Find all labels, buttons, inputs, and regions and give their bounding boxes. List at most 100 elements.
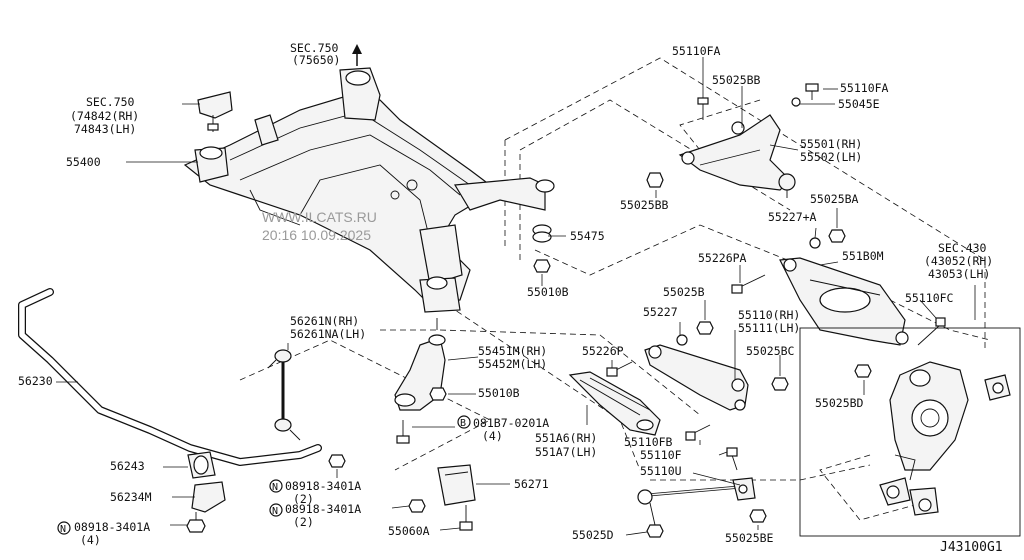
lateral-link-55110U[interactable] <box>637 477 756 538</box>
callout-p55111[interactable]: 55111(LH) <box>738 321 800 335</box>
bolt-55110F[interactable] <box>726 447 738 471</box>
callout-sec430_a[interactable]: SEC.430 <box>938 241 987 255</box>
washer-55227A[interactable] <box>809 229 846 249</box>
callout-sec750_left_c[interactable]: 74843(LH) <box>74 122 136 136</box>
callout-sec750_left_b[interactable]: (74842(RH) <box>70 109 139 123</box>
callout-p55110FC[interactable]: 55110FC <box>905 291 954 305</box>
callout-p55110[interactable]: 55110(RH) <box>738 308 800 322</box>
bolt-55110FC[interactable] <box>917 317 946 346</box>
nut-prefix-icon <box>57 521 71 535</box>
callout-p08918_b_q[interactable]: (2) <box>293 515 314 529</box>
callout-p55110F[interactable]: 55110F <box>640 448 682 462</box>
callout-sec430_b[interactable]: (43052(RH) <box>924 254 993 268</box>
callout-p56243[interactable]: 56243 <box>110 459 145 473</box>
callout-p55025D[interactable]: 55025D <box>572 528 614 542</box>
trailing-arm-551A6[interactable] <box>568 371 661 436</box>
callout-p55060A[interactable]: 55060A <box>388 524 430 538</box>
callout-labels: SEC.750(75650)SEC.750(74842(RH)74843(LH)… <box>18 41 993 547</box>
bolt-55110FA-left[interactable] <box>697 97 709 120</box>
lower-link-55110[interactable] <box>644 344 749 411</box>
callout-p56261N[interactable]: 56261N(RH) <box>290 314 359 328</box>
callout-p08918_a[interactable]: 08918-3401A <box>285 479 361 493</box>
nut-prefix-icon <box>269 503 283 517</box>
callout-p55451M[interactable]: 55451M(RH) <box>478 344 547 358</box>
washer-55227[interactable] <box>676 321 714 346</box>
leader-lines <box>56 57 976 536</box>
callout-p56234M[interactable]: 56234M <box>110 490 152 504</box>
callout-p55227A[interactable]: 55227+A <box>768 210 817 224</box>
bracket-56271[interactable] <box>408 464 476 531</box>
callout-p55045E[interactable]: 55045E <box>838 97 880 111</box>
watermark-datetime: 20:16 10.09.2025 <box>262 227 371 243</box>
callout-p551A6[interactable]: 551A6(RH) <box>535 431 597 445</box>
callout-p55025BB_b[interactable]: 55025BB <box>620 198 669 212</box>
callout-sec750_top_a[interactable]: SEC.750 <box>290 41 339 55</box>
prefix-marks: B N N N <box>57 415 471 535</box>
callout-p55025B[interactable]: 55025B <box>663 285 705 299</box>
callout-p56230[interactable]: 56230 <box>18 374 53 388</box>
suspension-member-55400[interactable] <box>183 67 555 313</box>
bushing-55475[interactable] <box>532 224 552 273</box>
nut-prefix-letter: N <box>60 524 66 535</box>
callout-p55025BD[interactable]: 55025BD <box>815 396 864 410</box>
callout-p55400[interactable]: 55400 <box>66 155 101 169</box>
nut-prefix-icon <box>269 479 283 493</box>
nut-08918-stab[interactable] <box>328 454 346 468</box>
callout-p55110U[interactable]: 55110U <box>640 464 682 478</box>
callout-p55452M[interactable]: 55452M(LH) <box>478 357 547 371</box>
axle-knuckle-sec430[interactable] <box>879 361 1011 516</box>
callout-p551A7[interactable]: 551A7(LH) <box>535 445 597 459</box>
callout-p08918_a_q[interactable]: (2) <box>293 492 314 506</box>
callout-p08187_q[interactable]: (4) <box>482 429 503 443</box>
callout-p55501[interactable]: 55501(RH) <box>800 137 862 151</box>
nut-55025BD[interactable] <box>854 364 872 378</box>
callout-p55110FA_a[interactable]: 55110FA <box>672 44 721 58</box>
callout-sec750_left_a[interactable]: SEC.750 <box>86 95 135 109</box>
callout-p08918_c_q[interactable]: (4) <box>80 533 101 547</box>
callout-p55502[interactable]: 55502(LH) <box>800 150 862 164</box>
bolt-prefix-icon <box>457 415 471 429</box>
callout-sec750_top_b[interactable]: (75650) <box>292 53 340 67</box>
callout-p551B0M[interactable]: 551B0M <box>842 249 884 263</box>
nut-55025BB[interactable] <box>646 172 664 188</box>
stabilizer-bar-56230[interactable] <box>18 288 322 466</box>
sec750-mount-bracket[interactable] <box>197 91 233 132</box>
callout-p55226PA[interactable]: 55226PA <box>698 251 747 265</box>
callout-p55475[interactable]: 55475 <box>570 229 605 243</box>
lower-arm-551B0M[interactable] <box>779 257 909 346</box>
callout-p55010B_b[interactable]: 55010B <box>478 386 520 400</box>
callout-p08918_b[interactable]: 08918-3401A <box>285 502 361 516</box>
callout-p55025BB_a[interactable]: 55025BB <box>712 73 761 87</box>
clamp-56234M[interactable] <box>186 481 226 533</box>
nut-prefix-letter: N <box>272 506 278 517</box>
callout-p55010B_a[interactable]: 55010B <box>527 285 569 299</box>
stabilizer-link-56261N[interactable] <box>267 349 301 441</box>
callout-p55025BA[interactable]: 55025BA <box>810 192 859 206</box>
callout-p55025BE[interactable]: 55025BE <box>725 531 774 545</box>
nut-prefix-letter: N <box>272 482 278 493</box>
nut-55025BC[interactable] <box>771 377 789 391</box>
nut-55025BE[interactable] <box>749 509 767 523</box>
callout-p08918_c[interactable]: 08918-3401A <box>74 520 150 534</box>
callout-p08187[interactable]: 081B7-0201A <box>473 416 549 430</box>
arrow-up-icon <box>352 44 362 66</box>
callout-p56261NA[interactable]: 56261NA(LH) <box>290 327 366 341</box>
callout-p55110FA_b[interactable]: 55110FA <box>840 81 889 95</box>
upper-arm-55501[interactable] <box>678 114 796 198</box>
callout-p55226P[interactable]: 55226P <box>582 344 624 358</box>
bushing-56243[interactable] <box>187 451 216 479</box>
bolt-55110FA-right[interactable] <box>791 83 819 107</box>
bolt-55110FB[interactable] <box>685 424 711 441</box>
callout-p55110FB[interactable]: 55110FB <box>624 435 673 449</box>
callout-p55227[interactable]: 55227 <box>643 305 678 319</box>
callout-p55025BC[interactable]: 55025BC <box>746 344 795 358</box>
callout-sec430_c[interactable]: 43053(LH) <box>928 267 990 281</box>
bolt-55226PA[interactable] <box>731 274 766 294</box>
bolt-prefix-letter: B <box>460 418 466 429</box>
bolt-081B7[interactable] <box>396 420 410 444</box>
nut-55010B-lower[interactable] <box>429 387 447 401</box>
bolt-55226P[interactable] <box>606 361 633 377</box>
callout-p56271[interactable]: 56271 <box>514 477 549 491</box>
